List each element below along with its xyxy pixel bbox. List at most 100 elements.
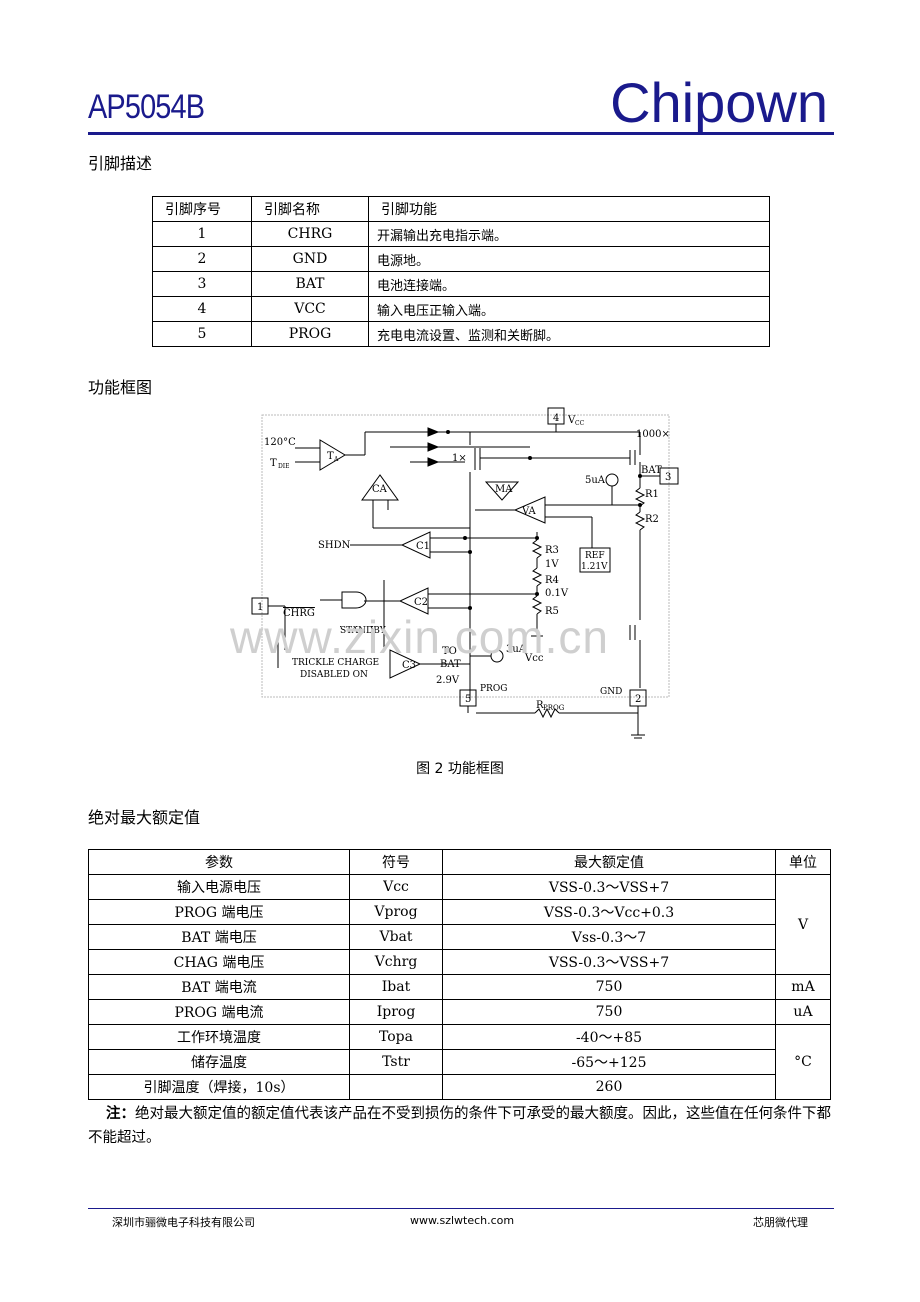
amr-header-value: 最大额定值	[442, 849, 776, 875]
section-abs-max: 绝对最大额定值	[88, 808, 201, 827]
amr-param: BAT 端电压	[88, 924, 350, 950]
label-c1: C1	[416, 541, 430, 552]
footer-rule	[88, 1208, 834, 1209]
footer-website[interactable]: www.szlwtech.com	[410, 1214, 515, 1227]
pin-func: 输入电压正输入端。	[368, 296, 770, 322]
table-row: 3 BAT 电池连接端。	[152, 271, 770, 297]
table-row: 4 VCC 输入电压正输入端。	[152, 296, 770, 322]
label-standby: STANDBY	[340, 626, 387, 636]
label-trickle-1: TRICKLE CHARGE	[292, 658, 379, 668]
bat-pin-number: 3	[665, 472, 671, 483]
label-vcc-sub: CC	[575, 420, 585, 427]
pin-no: 2	[152, 246, 252, 272]
label-tdie: T	[270, 458, 277, 469]
label-ref: REF	[585, 551, 605, 561]
note-paragraph: 注：绝对最大额定值的额定值代表该产品在不受到损伤的条件下可承受的最大额度。因此，…	[88, 1102, 834, 1150]
prog-pin-number: 5	[465, 694, 471, 705]
label-5ua: 5uA	[585, 475, 606, 486]
pin-name: VCC	[251, 296, 369, 322]
amr-symbol: Ibat	[349, 974, 443, 1000]
label-trickle-2: DISABLED ON	[300, 670, 368, 680]
amr-value: VSS-0.3～VSS+7	[442, 874, 776, 900]
pin-func: 开漏输出充电指示端。	[368, 221, 770, 247]
label-vcc: V	[567, 415, 576, 426]
amr-symbol: Vbat	[349, 924, 443, 950]
amr-value: -40～+85	[442, 1024, 776, 1050]
label-r3: R3	[545, 545, 559, 556]
chrg-pin-number: 1	[257, 602, 263, 613]
label-ta-sub: A	[333, 456, 339, 463]
label-c2: C2	[414, 597, 428, 608]
amr-header-unit: 单位	[775, 849, 831, 875]
label-r4: R4	[545, 575, 559, 586]
footer-agent: 芯朋微代理	[753, 1216, 808, 1229]
label-01v: 0.1V	[545, 588, 569, 599]
note-text: 绝对最大额定值的额定值代表该产品在不受到损伤的条件下可承受的最大额度。因此，这些…	[88, 1106, 831, 1146]
table-row: CHAG 端电压 Vchrg VSS-0.3～VSS+7	[88, 949, 831, 975]
footer-company: 深圳市骊微电子科技有限公司	[112, 1216, 255, 1229]
amr-param: PROG 端电流	[88, 999, 350, 1025]
table-row: BAT 端电压 Vbat Vss-0.3～7	[88, 924, 831, 950]
amr-table: 参数 符号 最大额定值 单位 输入电源电压 Vcc VSS-0.3～VSS+7 …	[88, 849, 831, 1100]
amr-symbol: Vprog	[349, 899, 443, 925]
pin-no: 1	[152, 221, 252, 247]
table-row: 工作环境温度 Topa -40～+85 °C	[88, 1024, 831, 1100]
figure-caption: 图 2 功能框图	[416, 761, 504, 777]
label-rprog-sub: PROG	[543, 704, 565, 712]
pin-table: 引脚序号 引脚名称 引脚功能 1 CHRG 开漏输出充电指示端。 2 GND 电…	[152, 196, 770, 347]
label-c3: C3	[402, 660, 416, 671]
section-block-diagram: 功能框图	[88, 378, 153, 397]
amr-unit: mA	[775, 974, 831, 1000]
pin-no: 3	[152, 271, 252, 297]
label-1000x: 1000×	[636, 429, 670, 440]
label-r2: R2	[645, 514, 659, 525]
label-chrg: CHRG	[283, 608, 315, 619]
pin-no: 5	[152, 321, 252, 347]
label-120c: 120°C	[264, 437, 296, 448]
label-ca: CA	[372, 484, 388, 495]
label-prog: PROG	[480, 684, 507, 694]
label-ta: T	[327, 451, 334, 462]
amr-param: 输入电源电压	[88, 874, 350, 900]
label-va: VA	[521, 506, 537, 517]
section-pin-desc: 引脚描述	[88, 154, 153, 173]
amr-header-param: 参数	[88, 849, 350, 875]
label-tdie-sub: DIE	[278, 463, 290, 470]
label-to: TO	[442, 646, 457, 657]
table-row: PROG 端电流 Iprog 750 uA	[88, 999, 831, 1025]
amr-symbol: Vchrg	[349, 949, 443, 975]
pin-func: 电源地。	[368, 246, 770, 272]
pin-header-func: 引脚功能	[368, 196, 770, 222]
label-vcc-2: Vcc	[524, 653, 544, 664]
label-2-9v: 2.9V	[436, 675, 460, 686]
pin-header-no: 引脚序号	[152, 196, 252, 222]
pin-name: GND	[251, 246, 369, 272]
header-rule	[88, 132, 834, 135]
pin-name: PROG	[251, 321, 369, 347]
table-row: BAT 端电流 Ibat 750 mA	[88, 974, 831, 1000]
amr-unit: uA	[775, 999, 831, 1025]
amr-symbol: Vcc	[349, 874, 443, 900]
pin-name: CHRG	[251, 221, 369, 247]
table-row: 5 PROG 充电电流设置、监测和关断脚。	[152, 321, 770, 347]
amr-param: 引脚温度（焊接，10s）	[88, 1074, 350, 1100]
amr-value: VSS-0.3～VSS+7	[442, 949, 776, 975]
pin-func: 充电电流设置、监测和关断脚。	[368, 321, 770, 347]
label-bat: BAT	[641, 465, 662, 476]
amr-value: 750	[442, 974, 776, 1000]
amr-symbol	[349, 1074, 443, 1100]
note-label: 注：	[106, 1106, 135, 1122]
pin-header-name: 引脚名称	[251, 196, 369, 222]
label-rprog: R	[536, 700, 544, 711]
pin-func: 电池连接端。	[368, 271, 770, 297]
pin-no: 4	[152, 296, 252, 322]
pin-name: BAT	[251, 271, 369, 297]
amr-param: 储存温度	[88, 1049, 350, 1075]
amr-param: BAT 端电流	[88, 974, 350, 1000]
label-shdn: SHDN	[318, 540, 351, 551]
amr-value: 750	[442, 999, 776, 1025]
table-row: 1 CHRG 开漏输出充电指示端。	[152, 221, 770, 247]
amr-symbol: Topa	[349, 1024, 443, 1050]
doc-title: AP5054B	[88, 88, 205, 126]
table-row: 输入电源电压 Vcc VSS-0.3～VSS+7 V	[88, 874, 831, 975]
